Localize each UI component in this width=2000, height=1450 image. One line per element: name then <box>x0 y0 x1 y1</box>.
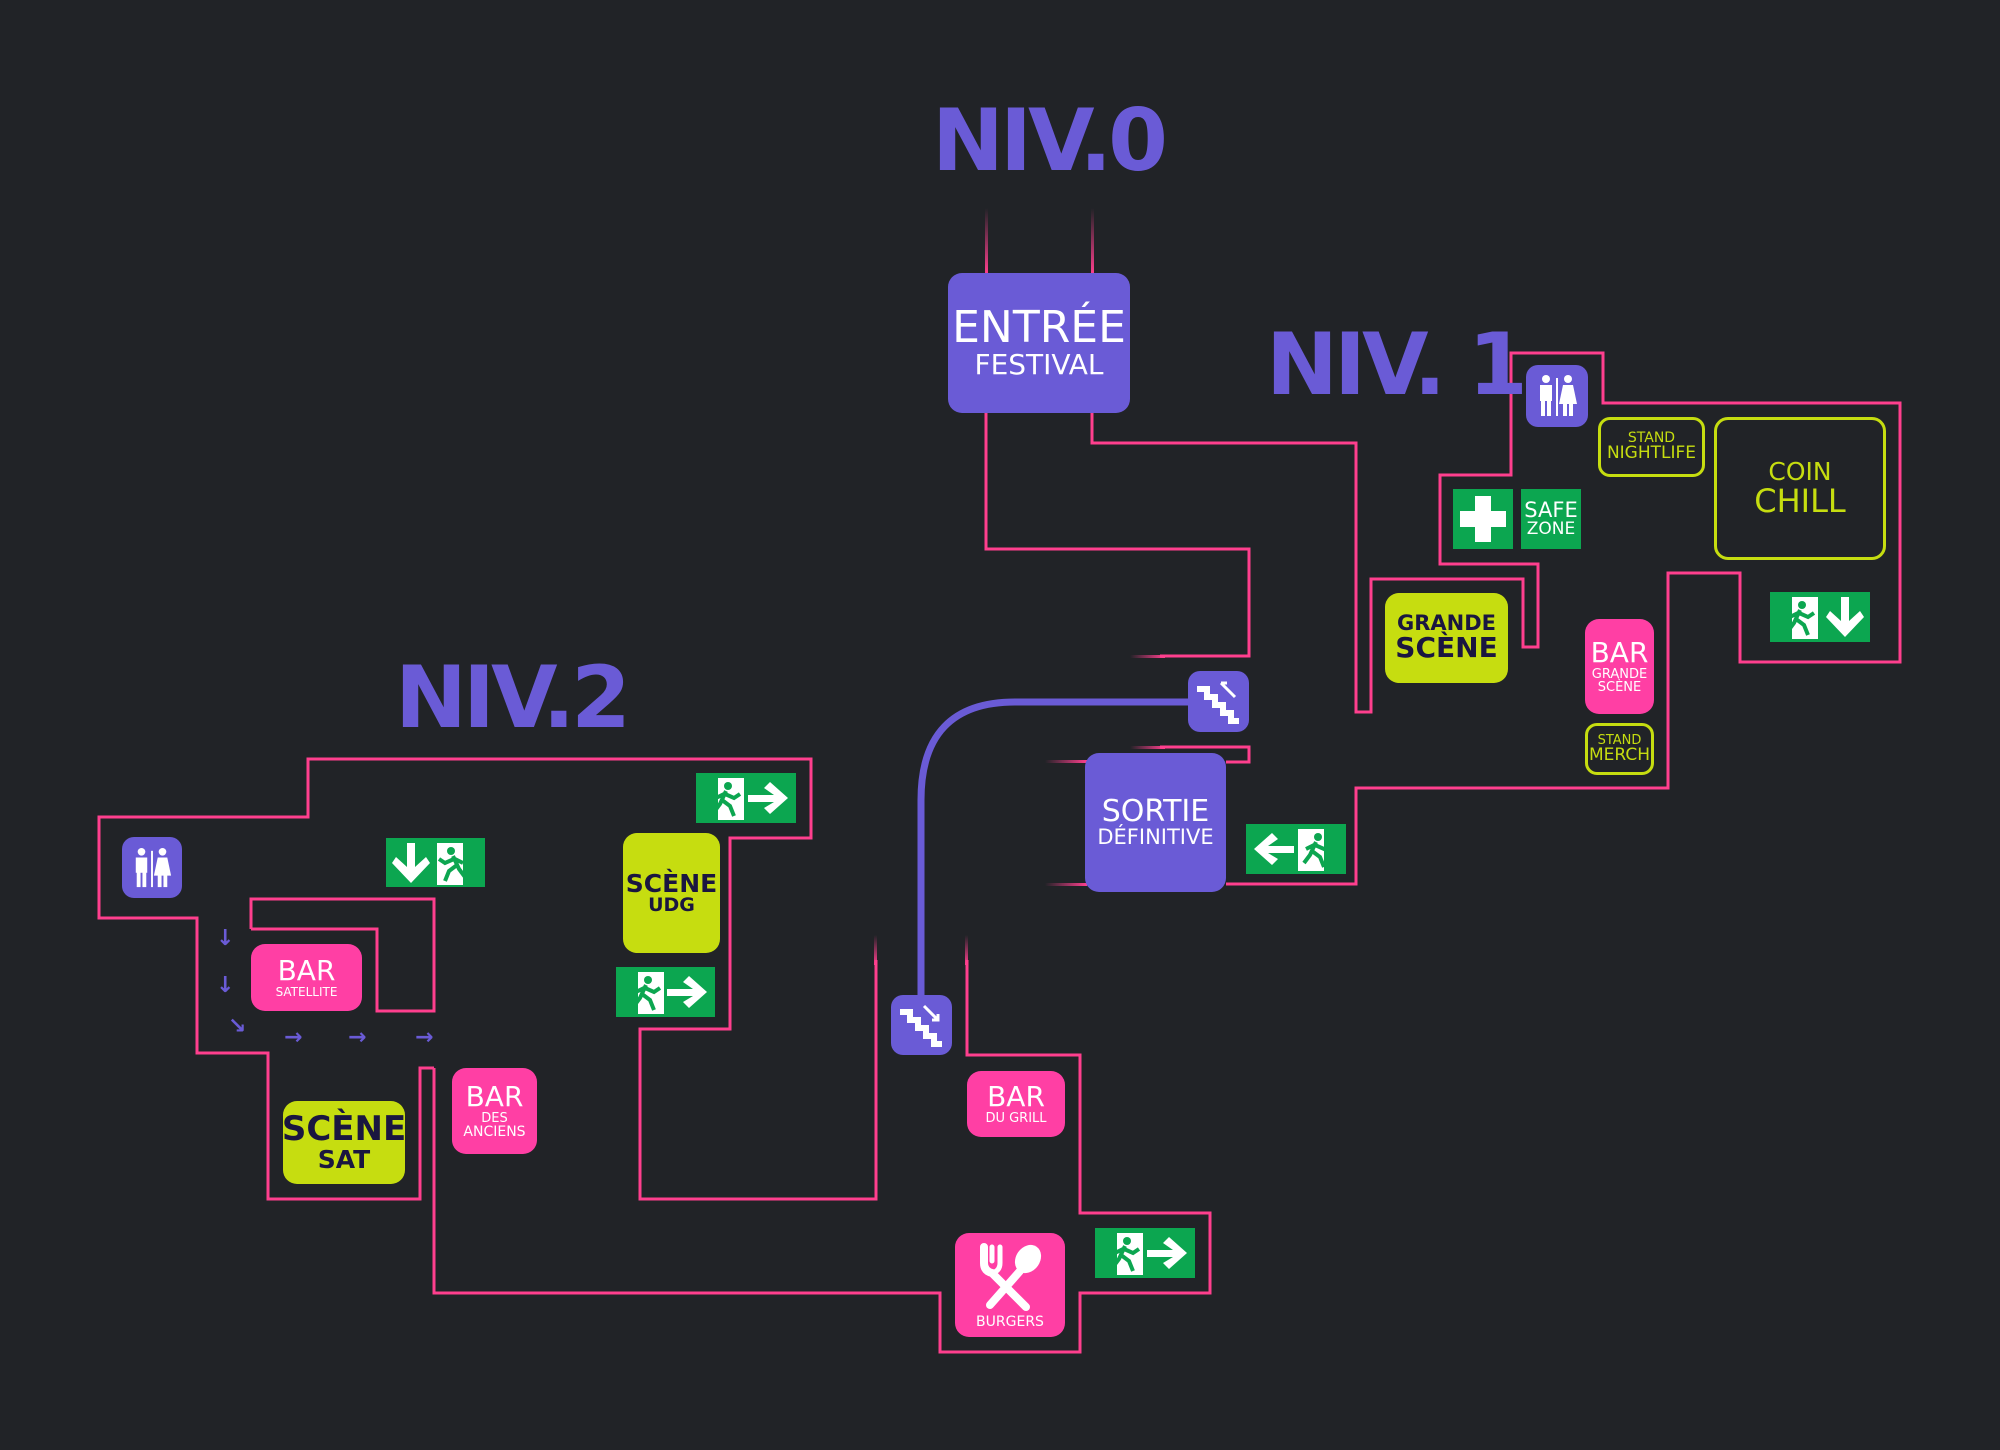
path-fade <box>1130 655 1165 658</box>
scene-sat[interactable]: SCÈNE SAT <box>281 1101 407 1184</box>
safe-zone[interactable]: SAFE ZONE <box>1521 489 1581 549</box>
emergency-exit-icon <box>1786 597 1818 639</box>
exit-final-label: SORTIE <box>1101 793 1210 829</box>
stand-merch-line1: STAND <box>1597 732 1642 748</box>
flow-arrow-right: → <box>284 1025 303 1050</box>
first-aid-cross-icon <box>1460 496 1506 542</box>
fork-spoon-icon <box>980 1242 1042 1311</box>
bar-des-anciens-sub1: DES <box>481 1110 508 1126</box>
path-fade <box>874 935 877 965</box>
burgers[interactable]: BURGERS <box>955 1233 1065 1337</box>
stand-nightlife-line2: NIGHTLIFE <box>1606 443 1697 464</box>
entrance-label: ENTRÉE <box>952 302 1126 354</box>
path-segment <box>984 413 1251 658</box>
bar-du-grill-label: BAR <box>987 1080 1045 1114</box>
stand-nightlife[interactable]: STAND NIGHTLIFE <box>1598 417 1705 477</box>
path-fade <box>1045 760 1087 763</box>
exit-sign-right-niv2-top <box>696 773 796 823</box>
arrow-down-icon <box>1826 597 1864 637</box>
scene-udg[interactable]: SCÈNE UDG <box>623 833 720 953</box>
bar-des-anciens-label: BAR <box>465 1079 524 1113</box>
emergency-exit-icon <box>437 842 467 885</box>
flow-arrow-diagonal: ↘ <box>228 1014 247 1039</box>
bar-satellite-label: BAR <box>277 954 336 988</box>
path-segment <box>249 897 436 1013</box>
exit-sign-down-niv1 <box>1770 592 1870 642</box>
exit-sign-right-niv2-mid <box>616 967 715 1017</box>
safe-zone-line2: ZONE <box>1526 519 1576 540</box>
entrance-sublabel: FESTIVAL <box>974 348 1104 382</box>
coin-chill[interactable]: COIN CHILL <box>1714 417 1886 560</box>
level-title-niv0: NIV.0 <box>932 91 1168 191</box>
toilets-icon <box>135 847 172 887</box>
bar-du-grill[interactable]: BAR DU GRILL <box>967 1071 1065 1137</box>
path-fade <box>1091 208 1094 274</box>
stand-merch-line2: MERCH <box>1588 744 1651 765</box>
arrow-right-icon <box>1147 1237 1187 1269</box>
stairs-down-icon <box>899 1004 942 1047</box>
path-fade <box>965 935 968 965</box>
scene-udg-line2: UDG <box>648 894 695 917</box>
level-title-niv1: NIV. 1 <box>1266 315 1528 415</box>
exit-final-sublabel: DÉFINITIVE <box>1097 825 1214 850</box>
first-aid[interactable] <box>1453 489 1513 549</box>
stairs-down[interactable] <box>891 995 952 1055</box>
bar-grande-scene-sub1: GRANDE <box>1591 666 1648 682</box>
flow-arrow-down: ↓ <box>216 926 235 951</box>
arrow-right-icon <box>748 782 788 814</box>
path-fade <box>1130 746 1165 749</box>
coin-chill-line2: CHILL <box>1754 481 1846 520</box>
grande-scene-line1: GRANDE <box>1396 611 1496 636</box>
exit-final[interactable]: SORTIE DÉFINITIVE <box>1085 753 1226 892</box>
scene-udg-line1: SCÈNE <box>625 868 718 898</box>
stairs-connector <box>917 698 1188 995</box>
flow-arrow-right: → <box>348 1025 367 1050</box>
emergency-exit-icon <box>632 972 664 1014</box>
bar-grande-scene[interactable]: BAR GRANDE SCÈNE <box>1585 619 1654 714</box>
safe-zone-line1: SAFE <box>1524 497 1578 522</box>
path-segment <box>1090 351 1902 886</box>
grande-scene-line2: SCÈNE <box>1395 631 1498 665</box>
scene-sat-line2: SAT <box>317 1145 371 1175</box>
scene-sat-line1: SCÈNE <box>281 1109 407 1150</box>
emergency-exit-icon <box>712 778 744 820</box>
path-segment <box>97 757 878 1201</box>
grande-scene[interactable]: GRANDE SCÈNE <box>1385 593 1508 683</box>
stand-merch[interactable]: STAND MERCH <box>1585 723 1654 775</box>
path-segment <box>432 960 1212 1354</box>
path-fade <box>1045 883 1087 886</box>
stand-nightlife-line1: STAND <box>1627 430 1676 447</box>
exit-sign-right-niv2-bottom <box>1095 1228 1195 1278</box>
level-title-niv2: NIV.2 <box>395 648 631 748</box>
entrance-festival[interactable]: ENTRÉE FESTIVAL <box>948 273 1130 413</box>
bar-grande-scene-label: BAR <box>1590 635 1649 669</box>
toilets-icon <box>1540 375 1577 416</box>
bar-du-grill-sublabel: DU GRILL <box>985 1110 1047 1126</box>
bar-grande-scene-sub2: SCÈNE <box>1597 679 1642 695</box>
emergency-exit-icon <box>1298 829 1332 871</box>
emergency-exit-icon <box>1111 1233 1143 1275</box>
toilets-niv2[interactable] <box>122 837 182 898</box>
arrow-left-icon <box>1254 833 1294 865</box>
bar-satellite[interactable]: BAR SATELLITE <box>251 944 362 1011</box>
bar-satellite-sublabel: SATELLITE <box>275 984 338 999</box>
path-segment <box>1160 745 1251 764</box>
stairs-up-icon <box>1196 681 1239 724</box>
toilets-niv1[interactable] <box>1526 365 1588 427</box>
arrow-down-icon <box>392 842 430 883</box>
exit-sign-down-niv2 <box>386 838 485 887</box>
path-fade <box>985 208 988 274</box>
bar-des-anciens-sub2: ANCIENS <box>463 1123 526 1140</box>
burgers-label: BURGERS <box>976 1313 1044 1330</box>
bar-des-anciens[interactable]: BAR DES ANCIENS <box>452 1068 537 1154</box>
exit-sign-left <box>1246 824 1346 874</box>
coin-chill-line1: COIN <box>1768 457 1832 487</box>
stairs-up[interactable] <box>1188 671 1249 732</box>
flow-arrow-down: ↓ <box>216 973 235 998</box>
arrow-right-icon <box>667 976 707 1008</box>
flow-arrow-right: → <box>415 1025 434 1050</box>
